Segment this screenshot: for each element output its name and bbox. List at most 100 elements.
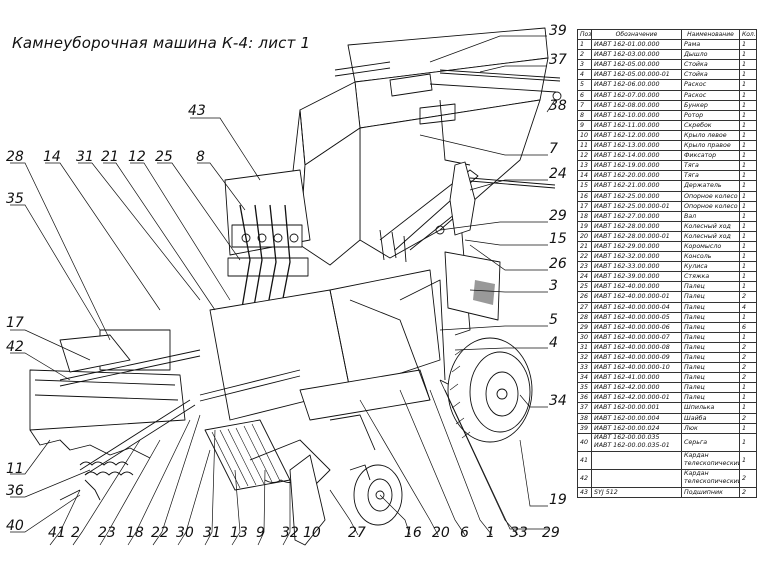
cell-designation: ИАВТ 162-29.00.000 <box>591 240 682 253</box>
parts-table-header: Поз. Обозначение Наименование Кол. <box>577 28 757 41</box>
cell-pos: 24 <box>577 271 592 283</box>
scraper <box>204 419 331 501</box>
cell-qty: 1 <box>739 49 757 61</box>
header-qty: Кол. <box>739 28 757 41</box>
cell-name: Кардан телескопический <box>681 450 740 470</box>
cell-name: Шайба <box>681 412 740 424</box>
cell-designation: ИАВТ 162-11.00.000 <box>591 119 682 131</box>
cell-designation: ИАВТ 162-03.00.000 <box>591 49 682 61</box>
callout-10: 10 <box>303 525 321 541</box>
cell-name: Палец <box>681 372 740 384</box>
callout-22: 22 <box>151 525 169 541</box>
cell-qty: 1 <box>739 170 757 182</box>
cell-name: Палец <box>681 311 740 323</box>
callout-32: 32 <box>281 525 299 541</box>
cell-name: Палец <box>681 301 740 313</box>
cell-qty: 1 <box>739 281 757 293</box>
cell-pos: 32 <box>577 351 592 364</box>
cell-qty: 1 <box>739 251 757 263</box>
right-wing <box>289 454 326 546</box>
callout-35: 35 <box>6 191 24 207</box>
cell-qty: 1 <box>739 220 757 232</box>
cell-qty: 2 <box>739 372 757 384</box>
header-pos: Поз. <box>577 28 592 41</box>
cell-qty: 1 <box>739 382 757 394</box>
cell-qty: 1 <box>739 311 757 323</box>
cell-name: Кардан телескопический <box>681 468 740 488</box>
cell-pos: 36 <box>577 392 592 404</box>
callout-12: 12 <box>128 149 146 165</box>
cell-qty: 1 <box>739 119 757 131</box>
callout-7: 7 <box>549 141 558 157</box>
cell-name: Колесный ход <box>681 220 740 232</box>
support-wheel <box>349 464 403 526</box>
holder <box>435 161 556 236</box>
cell-pos: 7 <box>577 99 592 111</box>
cell-qty: 1 <box>739 261 757 273</box>
cell-designation: ИАВТ 162-40.00.000 <box>591 281 682 293</box>
cell-name: Раскос <box>681 79 740 91</box>
cell-name: Крыло левое <box>681 129 740 142</box>
cell-pos: 33 <box>577 362 592 374</box>
cell-pos: 5 <box>577 79 592 91</box>
cell-pos: 37 <box>577 402 592 414</box>
header-name: Наименование <box>681 28 740 41</box>
cell-designation: SYJ 512 <box>591 486 682 498</box>
cell-pos: 30 <box>577 331 592 343</box>
cell-qty: 4 <box>739 301 757 313</box>
cell-qty: 2 <box>739 486 757 498</box>
cell-name: Подшипник <box>681 486 740 498</box>
callout-2: 2 <box>71 525 80 541</box>
callout-34: 34 <box>549 393 567 409</box>
cell-designation: ИАВТ 162-08.00.000 <box>591 99 682 111</box>
callout-19: 19 <box>549 492 567 508</box>
cell-designation <box>591 450 682 470</box>
cell-qty: 1 <box>739 331 757 343</box>
cell-pos: 40 <box>577 432 592 452</box>
cell-name: Стойка <box>681 69 740 81</box>
cell-qty: 1 <box>739 129 757 142</box>
cell-qty: 1 <box>739 240 757 253</box>
cell-pos: 4 <box>577 69 592 81</box>
callout-21: 21 <box>101 149 119 165</box>
callout-18: 18 <box>126 525 144 541</box>
cell-qty: 1 <box>739 190 757 202</box>
cell-qty: 1 <box>739 79 757 91</box>
cell-name: Ротор <box>681 109 740 121</box>
cell-pos: 10 <box>577 129 592 142</box>
cell-pos: 35 <box>577 382 592 394</box>
sheet-title: Камнеуборочная машина К-4: лист 1 <box>12 34 311 52</box>
callout-40: 40 <box>6 518 24 534</box>
cell-name: Крыло правое <box>681 140 740 152</box>
cell-designation: ИАВТ 162-39.00.000 <box>591 271 682 283</box>
cell-qty: 1 <box>739 450 757 470</box>
cell-qty: 2 <box>739 412 757 424</box>
cell-designation: ИАВТ 162-00.00.001 <box>591 402 682 414</box>
cell-name: Шпилька <box>681 402 740 414</box>
cell-designation <box>591 468 682 488</box>
spring <box>79 461 134 476</box>
stud-37 <box>429 69 562 101</box>
cell-pos: 18 <box>577 210 592 222</box>
cell-qty: 1 <box>739 422 757 434</box>
cell-name: Рама <box>681 39 740 51</box>
callout-8: 8 <box>196 149 205 165</box>
